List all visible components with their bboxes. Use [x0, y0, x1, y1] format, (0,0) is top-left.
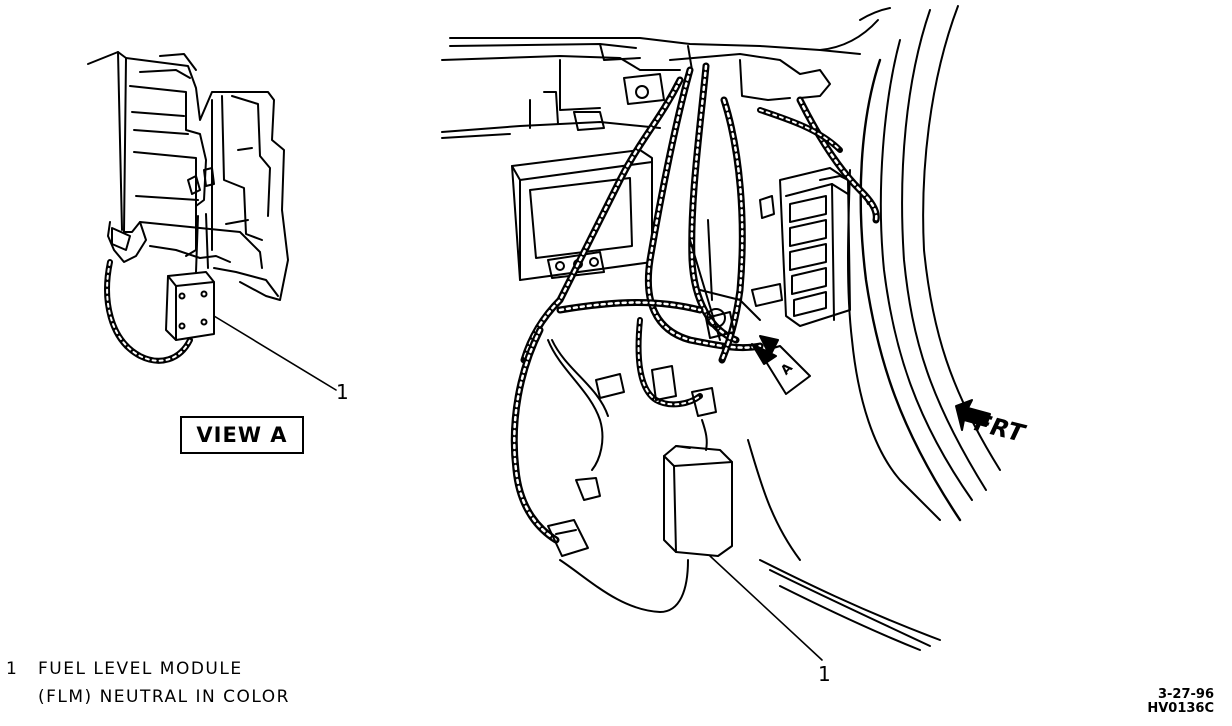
callout-left-1: 1 — [336, 380, 349, 404]
fuel-level-module — [663, 419, 733, 557]
view-a-illustration — [87, 51, 337, 391]
main-illustration — [441, 5, 1001, 661]
front-arrow-icon — [955, 399, 991, 431]
drawing-date: 3-27-96 — [1157, 687, 1214, 702]
legend-text-1: FUEL LEVEL MODULE — [38, 659, 243, 679]
drawing-id: HV0136C — [1147, 701, 1214, 716]
legend-text-2: (FLM) NEUTRAL IN COLOR — [38, 687, 290, 707]
view-a-label: VIEW A — [180, 416, 304, 454]
wire-harness — [510, 62, 880, 544]
view-a-marker — [751, 335, 811, 395]
legend-line-1: 1 FUEL LEVEL MODULE — [6, 655, 290, 683]
callout-right-1: 1 — [818, 662, 831, 686]
legend: 1 FUEL LEVEL MODULE (FLM) NEUTRAL IN COLO… — [6, 655, 290, 711]
legend-number: 1 — [6, 659, 19, 679]
legend-line-2: (FLM) NEUTRAL IN COLOR — [6, 683, 290, 711]
drawing-code: 3-27-96 HV0136C — [1147, 688, 1214, 716]
